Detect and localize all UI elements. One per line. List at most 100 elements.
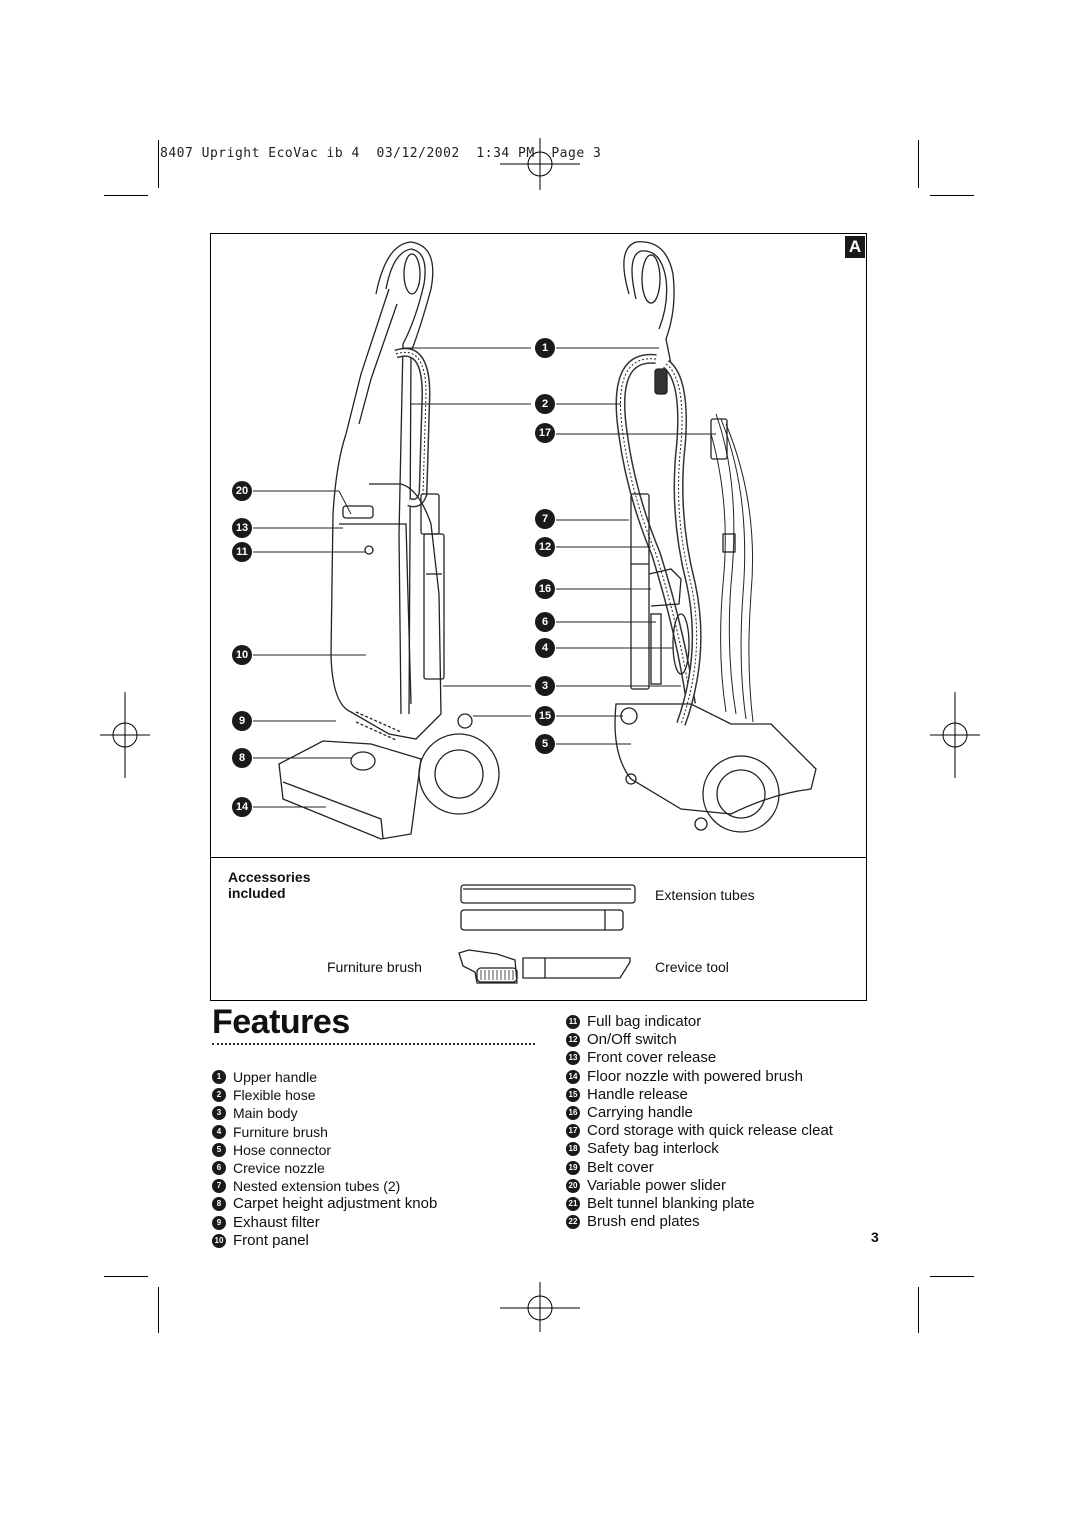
leader-lines (253, 347, 716, 808)
feature-item: 16 Carrying handle (566, 1104, 833, 1122)
feature-label: Flexible hose (233, 1087, 316, 1104)
feature-label: Belt cover (587, 1158, 654, 1176)
feature-number: 9 (212, 1215, 226, 1230)
callout-10: 10 (232, 645, 252, 665)
feature-label: Main body (233, 1105, 298, 1122)
feature-label: Carrying handle (587, 1103, 693, 1121)
callout-9: 9 (232, 711, 252, 731)
features-heading: Features (212, 1003, 350, 1041)
feature-label: Upper handle (233, 1069, 318, 1085)
accessories-title: Accessories included (228, 869, 311, 901)
feature-item: 8 Carpet height adjustment knob (212, 1195, 437, 1213)
feature-number: 18 (566, 1142, 580, 1157)
feature-label: Cord storage with quick release cleat (587, 1122, 833, 1140)
feature-label: Front cover release (587, 1049, 717, 1067)
feature-number: 22 (566, 1215, 580, 1230)
figure-letter: A (845, 236, 865, 258)
callout-17: 17 (535, 423, 555, 443)
callout-13: 13 (232, 518, 252, 538)
feature-label: Floor nozzle with powered brush (587, 1067, 803, 1085)
feature-item: 14 Floor nozzle with powered brush (566, 1068, 833, 1086)
feature-item: 18 Safety bag interlock (566, 1140, 833, 1158)
accessories-illustration (458, 884, 636, 984)
callout-11: 11 (232, 542, 252, 562)
feature-number: 13 (566, 1051, 580, 1066)
feature-label: Hose connector (233, 1141, 332, 1158)
feature-label: On/Off switch (587, 1031, 677, 1049)
feature-item: 9 Exhaust filter (212, 1214, 437, 1232)
feature-item: 22 Brush end plates (566, 1213, 833, 1231)
furniture-brush-label: Furniture brush (327, 959, 422, 975)
feature-number: 1 (212, 1070, 226, 1084)
feature-label: Safety bag interlock (587, 1140, 719, 1158)
feature-number: 8 (212, 1197, 226, 1212)
features-dotted-rule (212, 1043, 535, 1045)
feature-number: 19 (566, 1160, 580, 1175)
callout-6: 6 (535, 612, 555, 632)
feature-item: 1 Upper handle (212, 1068, 437, 1086)
feature-label: Belt tunnel blanking plate (587, 1194, 755, 1212)
page-number: 3 (871, 1229, 879, 1245)
feature-item: 15 Handle release (566, 1086, 833, 1104)
feature-number: 12 (566, 1033, 580, 1048)
feature-label: Furniture brush (233, 1123, 328, 1140)
callout-15: 15 (535, 706, 555, 726)
feature-label: Carpet height adjustment knob (233, 1195, 438, 1213)
callout-2: 2 (535, 394, 555, 414)
vacuum-front-view (278, 241, 500, 840)
callout-12: 12 (535, 537, 555, 557)
feature-number: 14 (566, 1069, 580, 1084)
feature-number: 7 (212, 1179, 226, 1194)
feature-number: 21 (566, 1196, 580, 1211)
feature-item: 11 Full bag indicator (566, 1013, 833, 1031)
feature-item: 17 Cord storage with quick release cleat (566, 1122, 833, 1140)
feature-label: Exhaust filter (233, 1213, 320, 1231)
feature-number: 16 (566, 1105, 580, 1120)
feature-number: 5 (212, 1142, 226, 1157)
feature-number: 17 (566, 1124, 580, 1139)
feature-number: 4 (212, 1124, 226, 1139)
vacuum-illustration (253, 241, 817, 840)
callout-4: 4 (535, 638, 555, 658)
vacuum-rear-view (614, 241, 817, 833)
feature-number: 20 (566, 1178, 580, 1193)
feature-number: 10 (212, 1233, 226, 1248)
feature-number: 6 (212, 1160, 226, 1175)
feature-item: 12 On/Off switch (566, 1031, 833, 1049)
crevice-tool-label: Crevice tool (655, 959, 729, 975)
feature-number: 2 (212, 1088, 226, 1103)
feature-label: Variable power slider (587, 1176, 726, 1194)
feature-number: 15 (566, 1087, 580, 1102)
feature-item: 13 Front cover release (566, 1049, 833, 1067)
feature-item: 3 Main body (212, 1104, 437, 1122)
feature-item: 6 Crevice nozzle (212, 1159, 437, 1177)
feature-label: Full bag indicator (587, 1013, 702, 1030)
feature-label: Crevice nozzle (233, 1159, 325, 1176)
feature-item: 10 Front panel (212, 1232, 437, 1250)
feature-item: 20 Variable power slider (566, 1177, 833, 1195)
feature-item: 2 Flexible hose (212, 1086, 437, 1104)
figure-frame (210, 233, 867, 1001)
callout-3: 3 (535, 676, 555, 696)
feature-item: 5 Hose connector (212, 1141, 437, 1159)
feature-number: 11 (566, 1015, 580, 1029)
extension-tubes-label: Extension tubes (655, 887, 755, 903)
print-slug: 8407 Upright EcoVac ib 4 03/12/2002 1:34… (160, 146, 602, 161)
callout-14: 14 (232, 797, 252, 817)
callout-7: 7 (535, 509, 555, 529)
feature-label: Nested extension tubes (2) (233, 1178, 401, 1195)
feature-label: Front panel (233, 1231, 309, 1249)
feature-item: 7 Nested extension tubes (2) (212, 1177, 437, 1195)
feature-number: 3 (212, 1106, 226, 1121)
callout-16: 16 (535, 579, 555, 599)
figure-divider (210, 857, 867, 858)
callout-20: 20 (232, 481, 252, 501)
callout-1: 1 (535, 338, 555, 358)
feature-item: 4 Furniture brush (212, 1123, 437, 1141)
feature-label: Handle release (587, 1085, 688, 1103)
callout-8: 8 (232, 748, 252, 768)
feature-item: 21 Belt tunnel blanking plate (566, 1195, 833, 1213)
feature-label: Brush end plates (587, 1213, 700, 1231)
